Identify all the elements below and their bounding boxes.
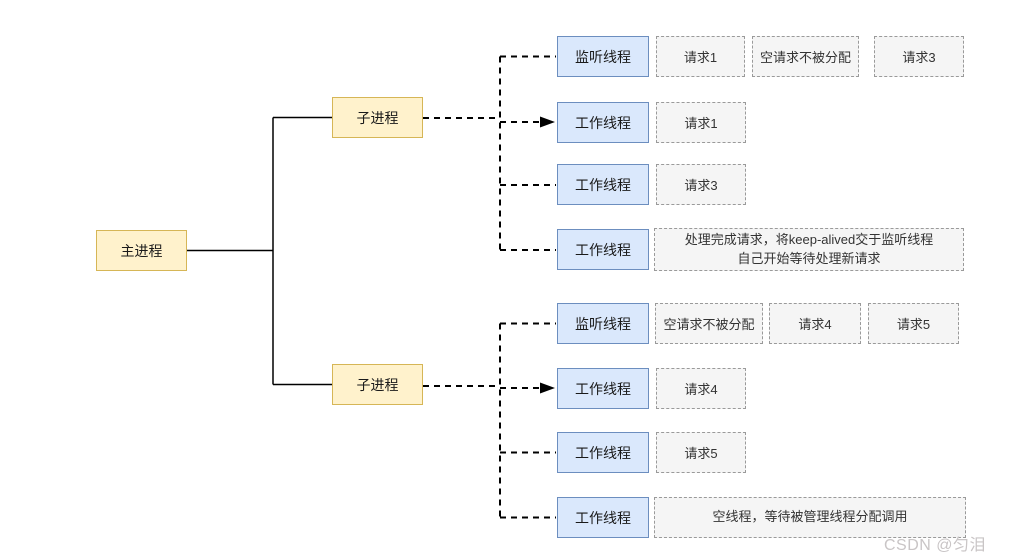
request-box: 请求5 <box>656 432 746 473</box>
child-process-box-2: 子进程 <box>332 364 423 405</box>
worker-thread-box: 工作线程 <box>557 368 649 409</box>
request-box: 请求5 <box>868 303 959 344</box>
main-process-box: 主进程 <box>96 230 187 271</box>
note-box: 处理完成请求，将keep-alived交于监听线程 自己开始等待处理新请求 <box>654 228 964 271</box>
worker-thread-box: 工作线程 <box>557 102 649 143</box>
request-box: 请求3 <box>656 164 746 205</box>
request-box: 空请求不被分配 <box>655 303 763 344</box>
worker-thread-box: 工作线程 <box>557 229 649 270</box>
listen-thread-box: 监听线程 <box>557 303 649 344</box>
request-box: 请求4 <box>656 368 746 409</box>
request-box: 请求4 <box>769 303 861 344</box>
request-box: 请求3 <box>874 36 964 77</box>
listen-thread-box: 监听线程 <box>557 36 649 77</box>
note-line: 空线程，等待被管理线程分配调用 <box>712 509 908 525</box>
arrow-right-icon <box>540 116 555 128</box>
worker-thread-box: 工作线程 <box>557 497 649 538</box>
request-box: 请求1 <box>656 36 745 77</box>
note-box: 空线程，等待被管理线程分配调用 <box>654 497 966 538</box>
request-box: 空请求不被分配 <box>752 36 859 77</box>
watermark: CSDN @匀泪 <box>884 537 987 554</box>
child-process-box-1: 子进程 <box>332 97 423 138</box>
arrow-right-icon <box>540 382 555 394</box>
note-line: 处理完成请求，将keep-alived交于监听线程 <box>684 231 934 247</box>
process-tree-lines <box>187 116 332 386</box>
note-line: 自己开始等待处理新请求 <box>737 250 881 266</box>
request-box: 请求1 <box>656 102 746 143</box>
worker-thread-box: 工作线程 <box>557 164 649 205</box>
upper-thread-links <box>423 55 556 251</box>
worker-thread-box: 工作线程 <box>557 432 649 473</box>
lower-thread-links <box>423 322 556 519</box>
